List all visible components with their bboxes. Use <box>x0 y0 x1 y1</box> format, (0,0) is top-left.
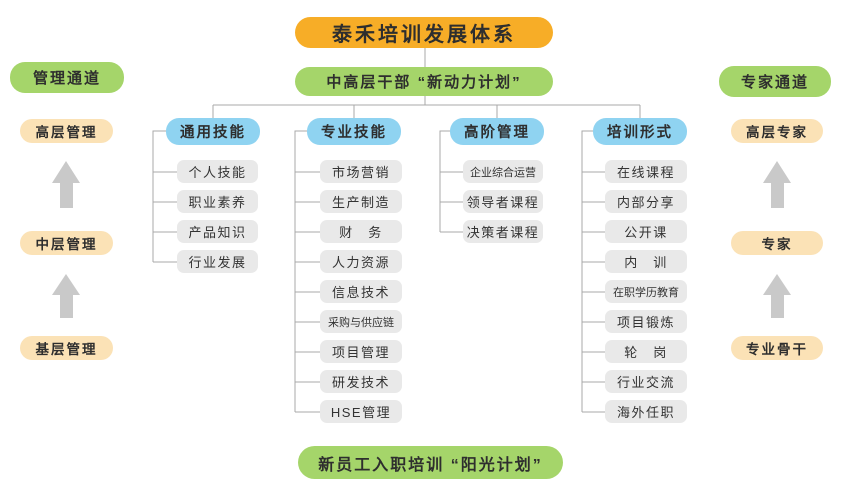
top-program-banner: 中高层干部 “新动力计划” <box>295 67 553 96</box>
course-item-4-6: 项目锻炼 <box>605 310 687 333</box>
promotion-arrows <box>52 161 791 318</box>
bottom-program-banner: 新员工入职培训 “阳光计划” <box>298 446 563 479</box>
level-base-management: 基层管理 <box>20 336 113 360</box>
course-item-4-9: 海外任职 <box>605 400 687 423</box>
up-arrow-icon <box>763 161 791 208</box>
column-header-3: 高阶管理 <box>450 118 544 145</box>
column-header-1: 通用技能 <box>166 118 260 145</box>
level-professional-backbone: 专业骨干 <box>731 336 823 360</box>
course-item-2-3: 财 务 <box>320 220 402 243</box>
course-item-4-4: 内 训 <box>605 250 687 273</box>
level-expert: 专家 <box>731 231 823 255</box>
course-item-2-5: 信息技术 <box>320 280 402 303</box>
level-senior-expert: 高层专家 <box>731 119 823 143</box>
up-arrow-icon <box>52 274 80 318</box>
course-item-3-1: 企业综合运营 <box>463 160 543 183</box>
management-channel-header: 管理通道 <box>10 62 124 93</box>
column-header-4: 培训形式 <box>593 118 687 145</box>
course-item-3-2: 领导者课程 <box>463 190 543 213</box>
tree-connectors <box>152 48 641 413</box>
course-item-3-3: 决策者课程 <box>463 220 543 243</box>
course-item-4-7: 轮 岗 <box>605 340 687 363</box>
course-item-2-9: HSE管理 <box>320 400 402 423</box>
course-item-1-2: 职业素养 <box>177 190 258 213</box>
course-item-2-1: 市场营销 <box>320 160 402 183</box>
expert-channel-header: 专家通道 <box>719 66 831 97</box>
course-item-4-2: 内部分享 <box>605 190 687 213</box>
level-middle-management: 中层管理 <box>20 231 113 255</box>
course-item-4-1: 在线课程 <box>605 160 687 183</box>
course-item-2-2: 生产制造 <box>320 190 402 213</box>
course-item-2-8: 研发技术 <box>320 370 402 393</box>
diagram-title: 泰禾培训发展体系 <box>295 17 553 48</box>
course-item-4-5: 在职学历教育 <box>605 280 687 303</box>
level-senior-management: 高层管理 <box>20 119 113 143</box>
course-item-1-4: 行业发展 <box>177 250 258 273</box>
course-item-4-3: 公开课 <box>605 220 687 243</box>
course-item-1-1: 个人技能 <box>177 160 258 183</box>
course-item-1-3: 产品知识 <box>177 220 258 243</box>
up-arrow-icon <box>52 161 80 208</box>
course-item-2-6: 采购与供应链 <box>320 310 402 333</box>
up-arrow-icon <box>763 274 791 318</box>
course-item-2-4: 人力资源 <box>320 250 402 273</box>
course-item-4-8: 行业交流 <box>605 370 687 393</box>
column-header-2: 专业技能 <box>307 118 401 145</box>
course-item-2-7: 项目管理 <box>320 340 402 363</box>
